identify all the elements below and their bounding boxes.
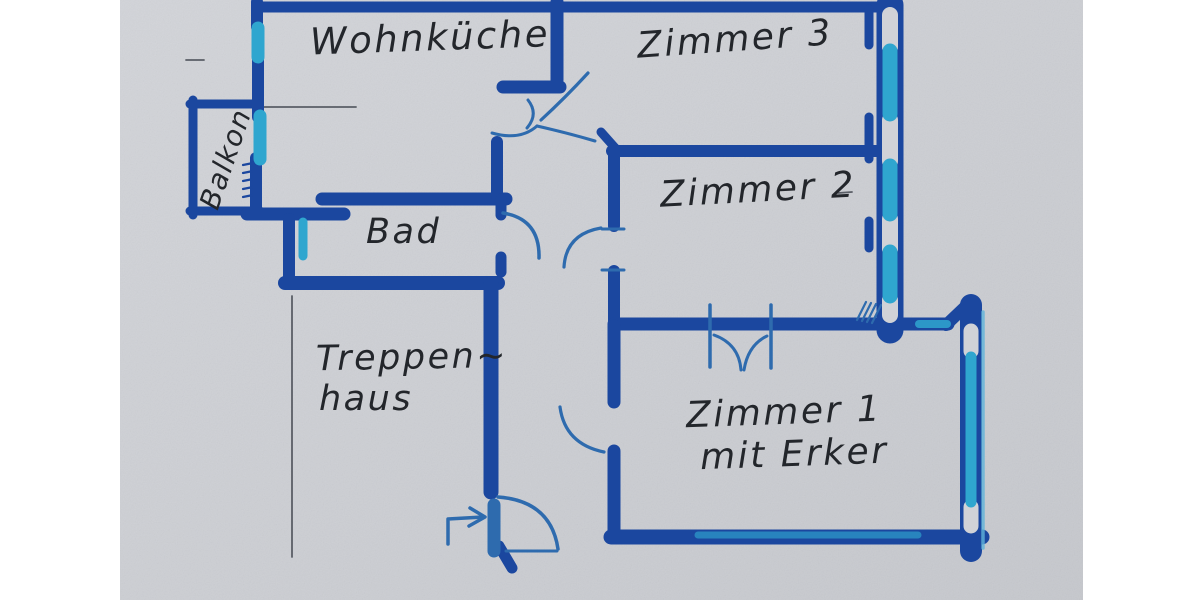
label-bad: Bad <box>366 212 441 252</box>
photo-area: Wohnküche Zimmer 3 Zimmer 2 Zimmer 1 mit… <box>120 0 1083 600</box>
label-zimmer1-sub: mit Erker <box>699 431 889 479</box>
pencil-dash-right <box>837 191 853 194</box>
windows <box>251 21 977 539</box>
door-arc-hall-top-2 <box>525 98 535 130</box>
label-wohnkueche: Wohnküche <box>309 12 550 63</box>
paper-shading <box>120 0 1083 600</box>
hatch-balkon-wall <box>241 161 255 199</box>
entry-arrow <box>446 515 485 546</box>
room-labels: Wohnküche Zimmer 3 Zimmer 2 Zimmer 1 mit… <box>193 12 889 478</box>
door-arc-zimmer2 <box>562 226 603 269</box>
door-arc-zimmer3 <box>535 124 597 143</box>
door-arc-zimmer1 <box>558 405 606 454</box>
door-arc-hall-top-3 <box>490 124 539 138</box>
door-arc-bad <box>501 211 541 260</box>
door-arc-hall-top-1 <box>539 71 590 122</box>
wall-gaps <box>882 7 979 534</box>
wall-entry-jamb <box>493 540 518 574</box>
double-door-arc-left <box>712 333 743 372</box>
door-jambs-zimmer2 <box>600 227 626 272</box>
pen-details <box>446 71 883 558</box>
hatch-erker-corner <box>855 300 883 325</box>
label-zimmer1: Zimmer 1 <box>684 388 882 436</box>
entry-arrow-head-icon <box>467 506 487 528</box>
door-arc-entry <box>496 495 560 551</box>
double-door-arc-right <box>742 334 769 372</box>
label-treppenhaus-2: haus <box>319 379 413 419</box>
label-treppenhaus-1: Treppen~ <box>316 336 509 379</box>
